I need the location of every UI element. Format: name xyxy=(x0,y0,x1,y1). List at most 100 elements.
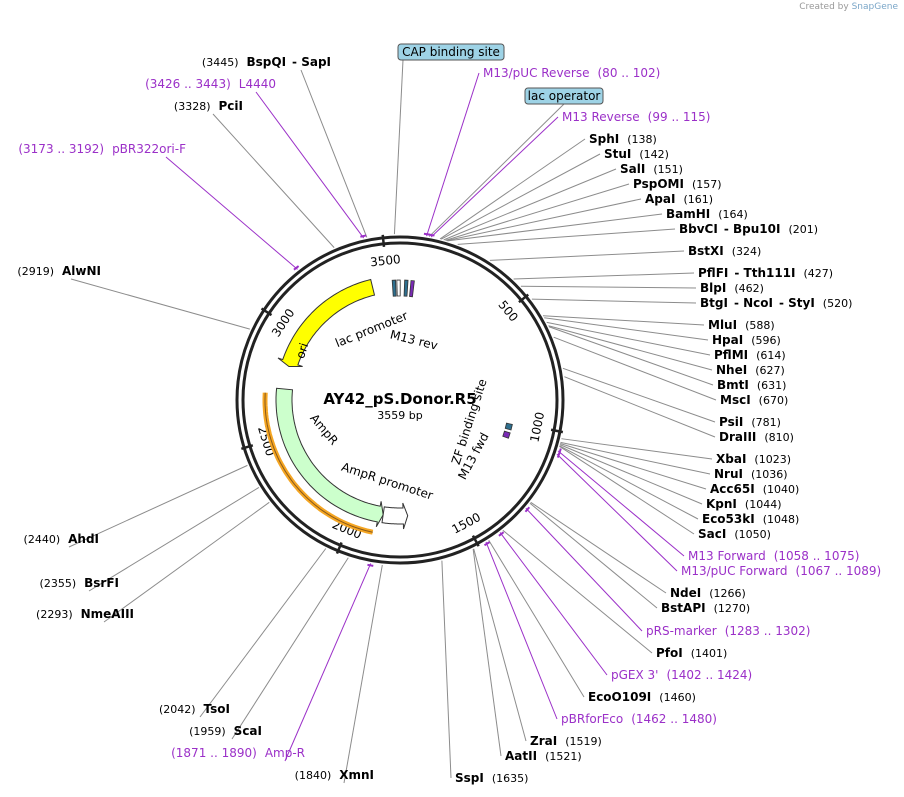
leader-line xyxy=(559,445,695,535)
left-label-name: Amp-R xyxy=(265,746,305,760)
left-label-name: PciI xyxy=(219,99,244,113)
right-label-coord: (1270) xyxy=(714,602,751,615)
primer-label: pGEX 3'(1402 .. 1424) xyxy=(611,668,752,682)
primer-label: M13 Forward(1058 .. 1075) xyxy=(688,549,859,563)
right-label-name: Acc65I xyxy=(710,482,755,496)
leader-line xyxy=(559,444,703,505)
right-label-name: SphI xyxy=(589,132,619,146)
primer-mark xyxy=(524,506,531,513)
left-label-coord: (3445) xyxy=(202,56,239,69)
leader-line xyxy=(561,438,713,460)
right-label-name: MscI xyxy=(720,393,751,407)
enzyme-label: SalI(151) xyxy=(620,162,683,176)
enzyme-label: SspI(1635) xyxy=(455,771,528,785)
right-label-coord: (80 .. 102) xyxy=(598,66,661,80)
leader-line xyxy=(430,116,559,238)
enzyme-label: BstXI(324) xyxy=(688,244,761,258)
left-label-name: ScaI xyxy=(234,724,262,738)
enzyme-label: (2919)AlwNI xyxy=(17,264,101,278)
leader-line xyxy=(88,487,260,592)
leader-line xyxy=(457,228,676,245)
right-label-name: BmtI xyxy=(717,378,749,392)
leader-line xyxy=(440,153,601,240)
right-label-name: NdeI xyxy=(670,586,701,600)
ori-arrow xyxy=(277,278,376,367)
leader-line xyxy=(544,317,709,341)
enzyme-label: BamHI(164) xyxy=(666,207,748,221)
right-label-coord: (810) xyxy=(764,431,794,444)
right-label-coord: (614) xyxy=(756,349,786,362)
right-label-extra: - Bpu10I xyxy=(724,222,781,236)
primer-label: pBRforEco(1462 .. 1480) xyxy=(561,712,717,726)
leader-line xyxy=(485,541,558,720)
right-label-coord: (1050) xyxy=(734,528,771,541)
enzyme-label: SphI(138) xyxy=(589,132,657,146)
right-label-name: pGEX 3' xyxy=(611,668,658,682)
right-label-coord: (596) xyxy=(751,334,781,347)
enzyme-label: PflMI (614) xyxy=(714,348,786,362)
enzyme-label: (1959) ScaI xyxy=(189,724,262,738)
right-label-extra: - NcoI xyxy=(734,296,773,310)
enzyme-label: BstAPI (1270) xyxy=(661,601,750,615)
enzyme-label: KpnI(1044) xyxy=(706,497,781,511)
left-label-name: L4440 xyxy=(239,77,276,91)
leader-line xyxy=(447,213,663,242)
leader-line xyxy=(446,198,642,242)
enzyme-label: ApaI(161) xyxy=(645,192,713,206)
left-label-name: NmeAIII xyxy=(81,607,134,621)
left-label-coord: (1959) xyxy=(189,725,226,738)
enzyme-label: (3328) PciI xyxy=(174,99,243,113)
primer-mark xyxy=(367,563,374,567)
right-label-name: NruI xyxy=(714,467,743,481)
primer-label: (3426 .. 3443)L4440 xyxy=(145,77,276,91)
enzyme-label: DraIII(810) xyxy=(719,430,794,444)
leader-line xyxy=(343,564,383,784)
leader-line xyxy=(548,325,713,371)
right-label-coord: (1401) xyxy=(691,647,728,660)
enzyme-label: BtgI- NcoI- StyI(520) xyxy=(700,296,852,310)
ring-tick xyxy=(518,293,530,304)
leader-line xyxy=(199,548,327,718)
leader-line xyxy=(529,502,658,609)
enzyme-label: PsiI(781) xyxy=(719,415,781,429)
primer-label: pRS-marker(1283 .. 1302) xyxy=(646,624,810,638)
enzyme-label: BlpI(462) xyxy=(700,281,764,295)
left-label-name: pBR322ori-F xyxy=(112,142,186,156)
ring-tick-label: 3500 xyxy=(370,252,402,269)
backbone-outer xyxy=(235,235,565,565)
enzyme-label: (1840)XmnI xyxy=(295,768,374,782)
leader-line xyxy=(231,557,349,740)
right-label-coord: (157) xyxy=(692,178,722,191)
ring-tick xyxy=(335,542,343,555)
lac-promoter-mark xyxy=(396,279,401,297)
left-label-name: BspQI xyxy=(247,55,287,69)
left-label-extra: - SapI xyxy=(292,55,331,69)
leader-line xyxy=(426,72,480,237)
right-label-coord: (201) xyxy=(788,223,818,236)
primer-mark xyxy=(498,531,505,537)
right-label-coord: (588) xyxy=(745,319,775,332)
right-label-name: M13/pUC Reverse xyxy=(483,66,590,80)
plasmid-name: AY42_pS.Donor.R5 xyxy=(323,390,476,408)
right-label-name: PfoI xyxy=(656,646,683,660)
right-label-coord: (1266) xyxy=(709,587,746,600)
right-label-extra2: - StyI xyxy=(779,296,815,310)
right-label-name: BstAPI xyxy=(661,601,706,615)
credit-prefix: Created by xyxy=(799,2,849,12)
ori-label: ori xyxy=(293,341,311,360)
right-label-name: PflMI xyxy=(714,348,748,362)
leader-line xyxy=(562,367,716,423)
right-label-name: BamHI xyxy=(666,207,710,221)
leader-line xyxy=(548,326,714,386)
right-label-coord: (462) xyxy=(734,282,764,295)
ring-tick xyxy=(550,428,564,434)
cap-site-mark xyxy=(391,279,397,297)
primer-mark xyxy=(428,233,435,237)
left-label-coord: (3328) xyxy=(174,100,211,113)
right-label-name: PflFI xyxy=(698,266,728,280)
leader-line xyxy=(520,285,697,289)
leader-line xyxy=(165,156,298,270)
right-label-name: ZraI xyxy=(530,734,557,748)
leader-line xyxy=(473,548,527,742)
right-label-coord: (1519) xyxy=(565,735,602,748)
